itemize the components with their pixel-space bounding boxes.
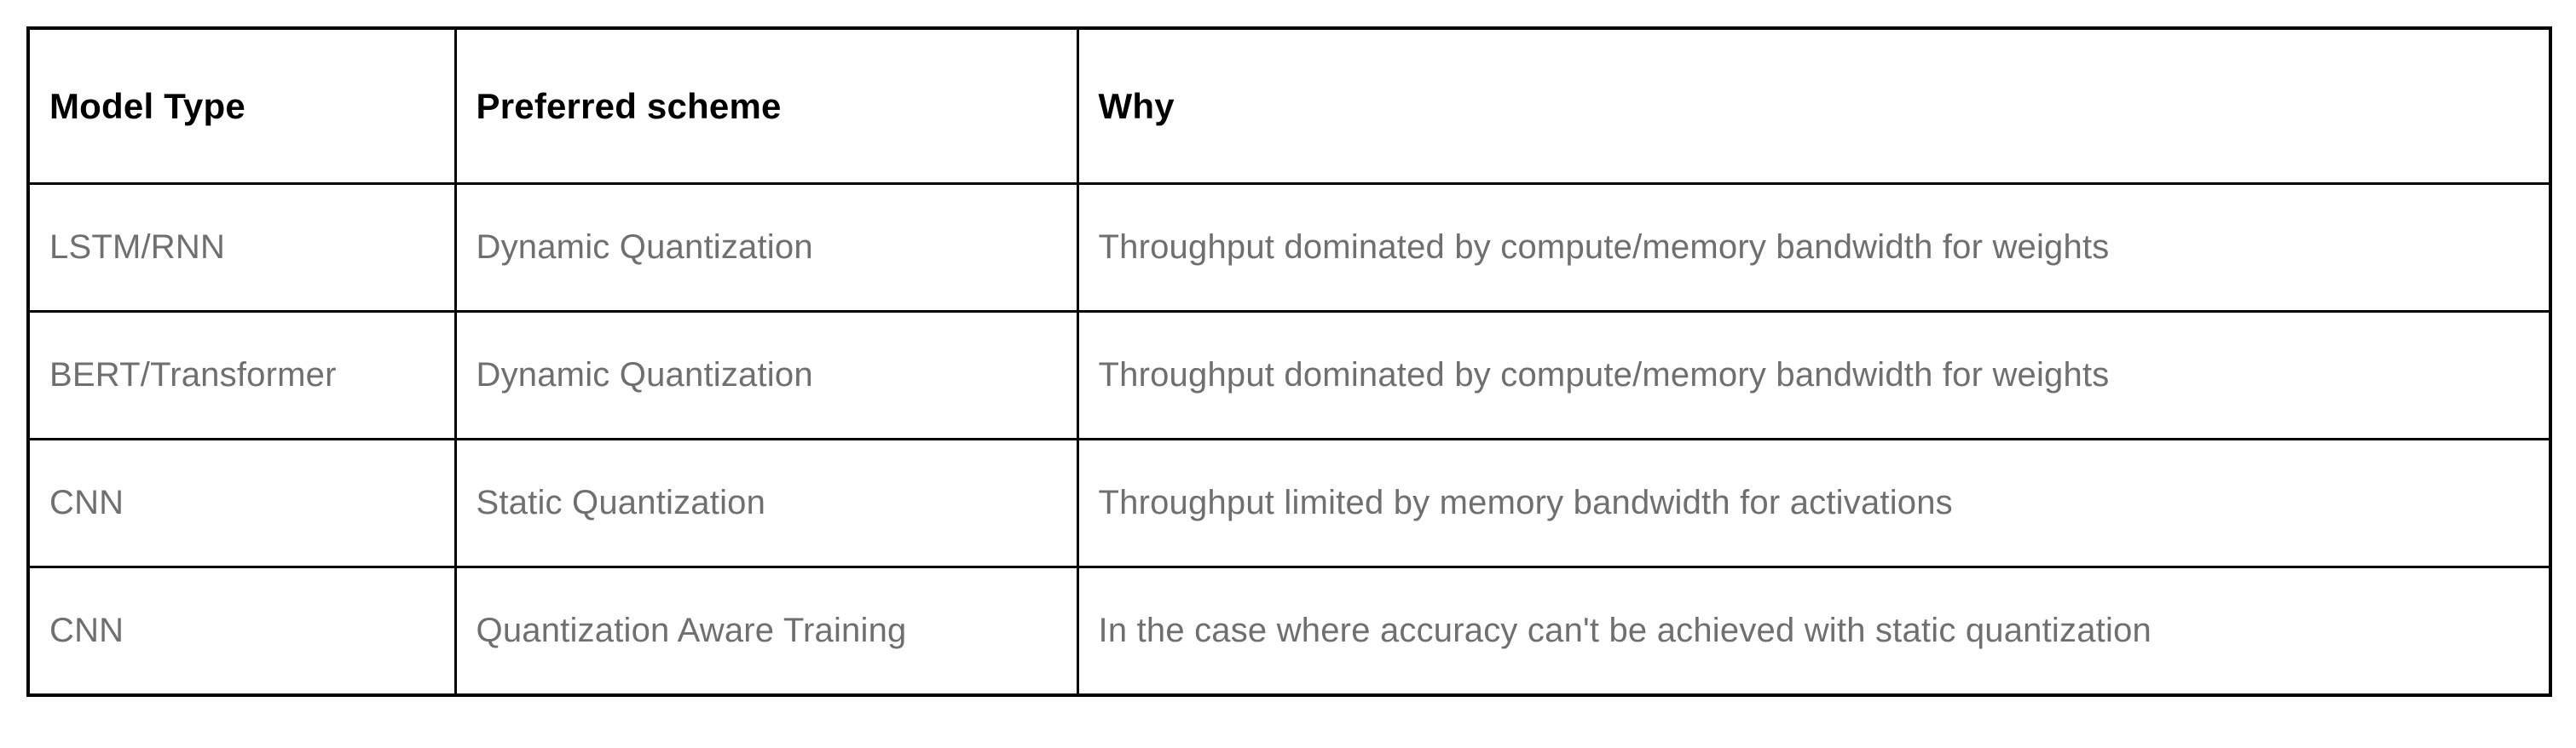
table-row: CNN Quantization Aware Training In the c… (26, 566, 2552, 697)
cell-why: Throughput dominated by compute/memory b… (1076, 182, 2552, 313)
cell-preferred-scheme: Quantization Aware Training (453, 566, 1079, 697)
table-row: LSTM/RNN Dynamic Quantization Throughput… (26, 182, 2552, 313)
table-body: LSTM/RNN Dynamic Quantization Throughput… (26, 182, 2552, 697)
table-row: CNN Static Quantization Throughput limit… (26, 438, 2552, 568)
quantization-scheme-table-container: Model Type Preferred scheme Why LSTM/RNN… (26, 26, 2552, 697)
table-row: BERT/Transformer Dynamic Quantization Th… (26, 310, 2552, 440)
cell-why: In the case where accuracy can't be achi… (1076, 566, 2552, 697)
quantization-scheme-table: Model Type Preferred scheme Why LSTM/RNN… (26, 26, 2552, 697)
cell-why: Throughput dominated by compute/memory b… (1076, 310, 2552, 440)
cell-model-type: BERT/Transformer (26, 310, 457, 440)
cell-model-type: LSTM/RNN (26, 182, 457, 313)
cell-model-type: CNN (26, 438, 457, 568)
header-row: Model Type Preferred scheme Why (26, 26, 2552, 185)
column-header-model-type: Model Type (26, 26, 457, 185)
column-header-why: Why (1076, 26, 2552, 185)
cell-preferred-scheme: Dynamic Quantization (453, 182, 1079, 313)
cell-why: Throughput limited by memory bandwidth f… (1076, 438, 2552, 568)
cell-preferred-scheme: Dynamic Quantization (453, 310, 1079, 440)
cell-preferred-scheme: Static Quantization (453, 438, 1079, 568)
cell-model-type: CNN (26, 566, 457, 697)
table-header: Model Type Preferred scheme Why (26, 26, 2552, 185)
column-header-preferred-scheme: Preferred scheme (453, 26, 1079, 185)
